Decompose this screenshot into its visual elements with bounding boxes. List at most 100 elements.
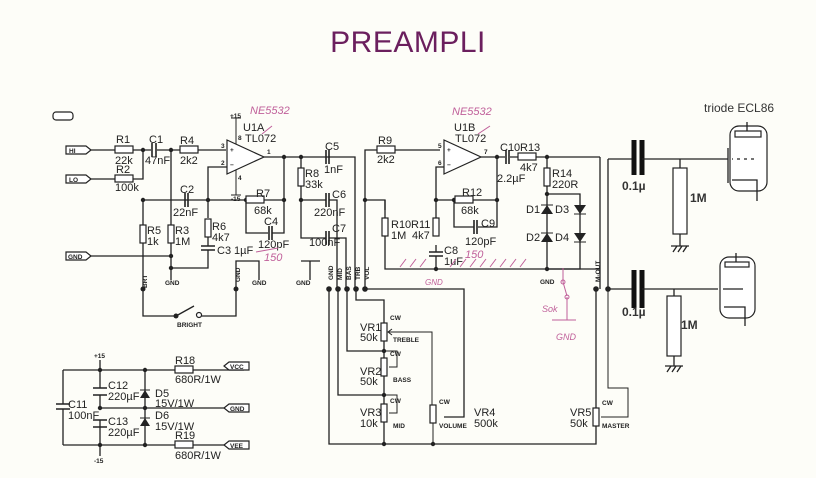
mout-label: M-OUT [595, 261, 602, 282]
d4-ref: D4 [555, 232, 569, 244]
u1a-supply-pos: +15 [230, 113, 241, 120]
u1b-pin6: 6 [438, 160, 442, 167]
capacitor-c9: C9 120pF 150 [465, 218, 496, 261]
hdr-mid: MID [337, 268, 344, 280]
r7-ref: R7 [256, 188, 270, 200]
c3-value: 1µF [234, 245, 253, 257]
resistor-r9: R9 2k2 [376, 135, 396, 166]
opamp-u1b: U1B TL072 NE5532 + − 5 6 7 [438, 106, 492, 175]
r19-ref: R19 [175, 430, 195, 442]
supply-pos-label: +15 [94, 353, 105, 360]
r5-ref: R5 [147, 225, 161, 237]
vr2-cw: CW [390, 351, 402, 358]
resistor-r11: R11 4k7 [411, 217, 440, 242]
d2-ref: D2 [526, 232, 540, 244]
vr4-name: VOLUME [439, 423, 467, 430]
d1-ref: D1 [526, 204, 540, 216]
hdr-bas: BAS [346, 266, 353, 280]
d5-ref: D5 [155, 388, 169, 400]
c4-note: 150 [264, 252, 283, 264]
diode-d4: D4 [555, 232, 586, 244]
resistor-r8: R8 33k [297, 167, 323, 191]
c9-note: 150 [465, 249, 484, 261]
resistor-r6: R6 4k7 [204, 218, 230, 244]
vr5-cw: CW [602, 400, 614, 407]
d6-value: 15V/1W [155, 421, 195, 433]
c6-ref: C6 [332, 189, 346, 201]
triode-1 [727, 122, 768, 201]
c9-value: 120pF [465, 236, 496, 248]
port-hi: HI [65, 145, 92, 155]
vr5-value: 50k [570, 418, 588, 430]
resistor-r7: R7 68k [245, 188, 272, 217]
port-vee: VEE [223, 440, 250, 450]
port-gnd-label: GND [68, 254, 83, 261]
diode-d2: D2 [526, 232, 553, 244]
r11-value: 4k7 [412, 230, 430, 242]
vr5-ref: VR5 [570, 407, 591, 419]
vr1-cw: CW [390, 315, 402, 322]
r8-value: 33k [305, 179, 323, 191]
hdr-trb: TRB [355, 266, 362, 280]
diode-d3: D3 [555, 204, 586, 216]
c13-value: 220µF [108, 427, 140, 439]
vr3-name: MID [393, 423, 405, 430]
grid-resistor-1-value: 1M [690, 191, 707, 205]
u1b-part: TL072 [455, 133, 486, 145]
gnd-label-1: GND [165, 280, 180, 287]
port-vee-label: VEE [230, 443, 244, 450]
u1a-pin4: 4 [238, 175, 242, 182]
c4-value: 120pF [258, 239, 289, 251]
u1b-pin5: 5 [438, 143, 442, 150]
capacitor-c5: C5 1nF [324, 141, 343, 176]
c6-value: 220nF [314, 207, 345, 219]
bright-switch[interactable] [175, 305, 195, 317]
resistor-r5: R5 1k [139, 224, 161, 248]
r4-ref-label: R4 [180, 135, 194, 147]
coupling-cap-2: 0.1µ [622, 270, 718, 319]
c12-ref: C12 [108, 380, 128, 392]
svg-text:−: − [230, 162, 234, 169]
resistor-r14: R14 220R [543, 167, 578, 191]
connector-header: GND MID BAS TRB VOL [326, 265, 371, 292]
r10-ref: R10 [391, 219, 411, 231]
pot-vr2-bass[interactable]: CW VR2 50k BASS [360, 350, 412, 388]
port-vcc-label: VCC [230, 364, 244, 371]
c5-value: 1nF [324, 164, 343, 176]
gnd-label-3: GND [252, 280, 267, 287]
pot-vr5-master[interactable]: CW VR5 50k MASTER [570, 289, 630, 430]
bright-switch-label: BRIGHT [177, 322, 202, 329]
c1-ref: C1 [149, 134, 163, 146]
u1a-part: TL072 [245, 133, 276, 145]
capacitor-c1: C1 47nF [145, 134, 170, 167]
vr2-name: BASS [393, 377, 412, 384]
port-lo-label: LO [69, 177, 78, 184]
d5-value: 15V/1W [155, 398, 195, 410]
c4-ref: C4 [264, 216, 278, 228]
c5-ref: C5 [325, 141, 339, 153]
vr1-ref: VR1 [360, 322, 381, 334]
resistor-r12: R12 68k [454, 187, 482, 217]
vr4-ref: VR4 [474, 407, 495, 419]
schematic-title: PREAMPLI [330, 26, 486, 59]
resistor-r3: R3 1M [167, 224, 190, 248]
u1a-pin8: 8 [238, 135, 242, 142]
svg-text:+: + [447, 147, 451, 154]
r2-ref: R2 [116, 164, 130, 176]
hdr-gnd: GND [328, 265, 335, 280]
pot-vr4-volume[interactable]: CW VR4 500k VOLUME [429, 399, 498, 447]
resistor-r4: R3 R4 2k2 [179, 135, 199, 167]
r6-ref: R6 [212, 221, 226, 233]
port-gnd: GND [65, 251, 92, 261]
r13-value: 4k7 [520, 162, 538, 174]
capacitor-c3: C3 1µF [201, 245, 253, 257]
port-gnd-supply: GND [223, 403, 250, 413]
pot-vr1-treble[interactable]: CW VR1 50k TREBLE [360, 315, 433, 405]
r6-value: 4k7 [212, 232, 230, 244]
vr4-cw: CW [439, 399, 451, 406]
capacitor-c7: C7 100nF [309, 223, 346, 249]
vr2-value: 50k [360, 376, 378, 388]
resistor-r1: R1 22k [114, 134, 134, 167]
pot-vr3-mid[interactable]: CW VR3 10k MID [360, 394, 405, 430]
